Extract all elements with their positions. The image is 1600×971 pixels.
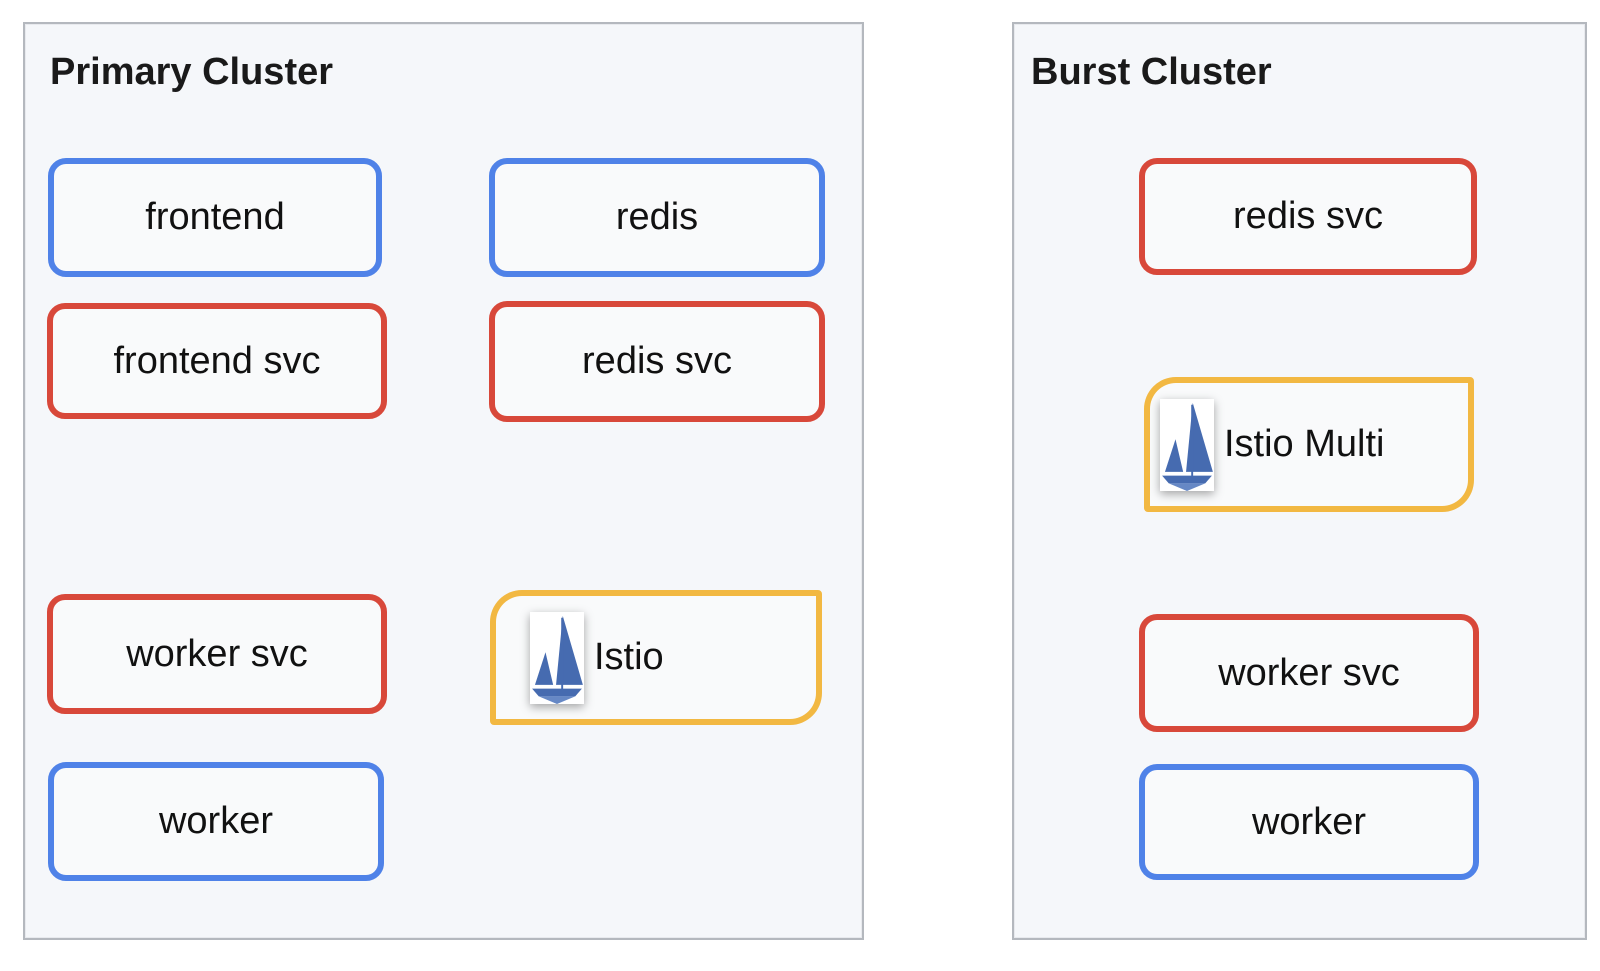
node-label: Istio Multi — [1224, 423, 1385, 465]
primary-node-worker: worker — [48, 762, 384, 881]
node-label: redis — [615, 196, 699, 238]
node-label: Istio — [594, 636, 664, 678]
node-label: worker svc — [1218, 651, 1400, 694]
primary-node-redis: redis — [489, 158, 825, 277]
node-label: worker — [158, 800, 274, 842]
node-label: worker — [1251, 800, 1367, 843]
primary-node-redis-svc: redis svc — [489, 301, 825, 422]
node-label: frontend svc — [113, 339, 321, 382]
istio-sailboat-icon — [530, 611, 584, 704]
primary-cluster: Primary Cluster frontend redis frontend … — [23, 22, 864, 940]
node-label: frontend — [145, 196, 285, 238]
node-label: redis svc — [1233, 195, 1383, 237]
burst-cluster-title: Burst Cluster — [1031, 51, 1272, 93]
primary-node-frontend: frontend — [48, 158, 382, 277]
primary-node-frontend-svc: frontend svc — [47, 303, 387, 419]
node-label: redis svc — [582, 340, 732, 382]
primary-node-istio: Istio — [490, 590, 822, 725]
primary-node-worker-svc: worker svc — [47, 594, 387, 714]
burst-node-istio-multi: Istio Multi — [1144, 377, 1474, 512]
istio-sailboat-icon — [1160, 398, 1214, 491]
primary-cluster-title: Primary Cluster — [50, 51, 334, 93]
burst-node-worker: worker — [1139, 764, 1479, 880]
burst-node-redis-svc: redis svc — [1139, 158, 1477, 275]
node-label: worker svc — [126, 632, 308, 675]
burst-cluster: Burst Cluster redis svc Istio Multi work… — [1012, 22, 1587, 940]
burst-node-worker-svc: worker svc — [1139, 614, 1479, 732]
